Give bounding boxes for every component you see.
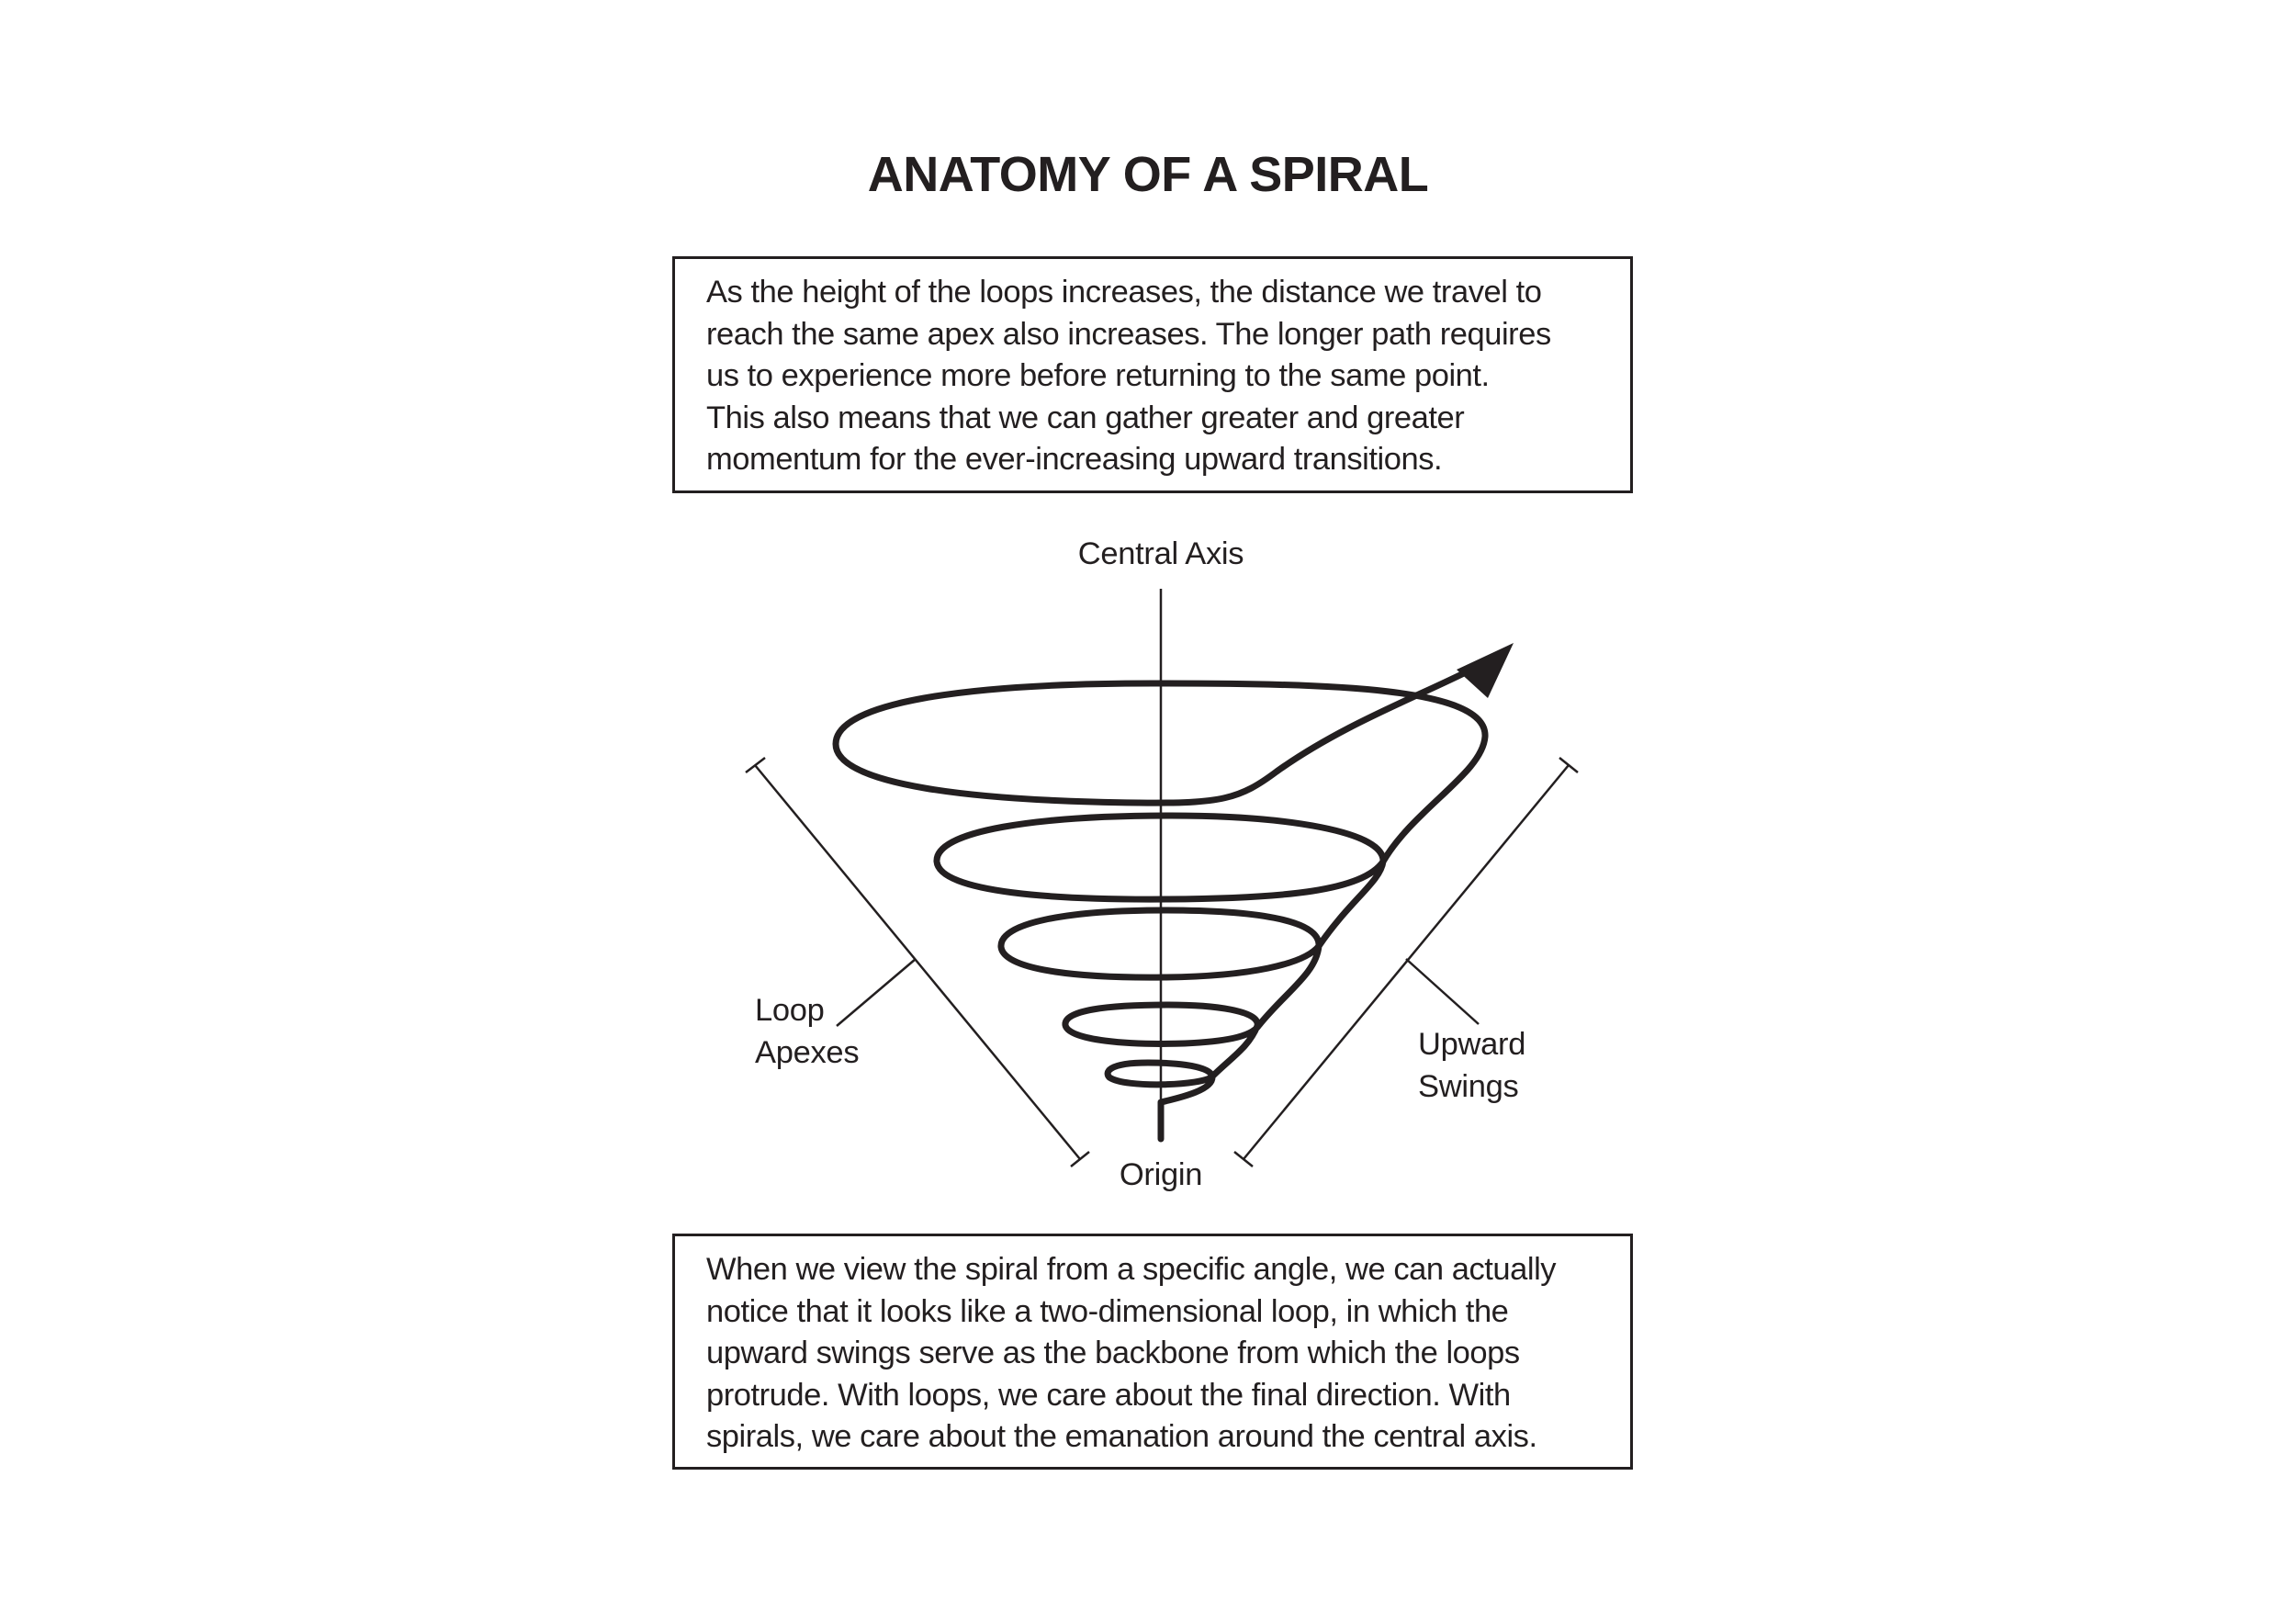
spiral-curve [832, 667, 1489, 1143]
bottom-text-line: When we view the spiral from a specific … [706, 1252, 1557, 1287]
upward-swings-bracket [1233, 757, 1579, 1167]
bottom-text-line: upward swings serve as the backbone from… [706, 1336, 1520, 1370]
top-text-line: us to experience more before returning t… [706, 358, 1490, 393]
top-text-box: As the height of the loops increases, th… [672, 256, 1633, 493]
spiral-arrowhead [1457, 643, 1514, 698]
upward-swings-leader [1405, 958, 1480, 1025]
diagram-title: ANATOMY OF A SPIRAL [867, 147, 1429, 202]
loop-apexes-label: Apexes [755, 1035, 859, 1070]
top-text-line: momentum for the ever-increasing upward … [706, 442, 1443, 477]
bottom-text-line: protrude. With loops, we care about the … [706, 1377, 1511, 1413]
bottom-text-box: When we view the spiral from a specific … [672, 1234, 1633, 1470]
loop-apexes-label: Loop [755, 993, 825, 1028]
central-axis-label: Central Axis [1078, 536, 1244, 571]
bottom-text-line: notice that it looks like a two-dimensio… [706, 1293, 1509, 1329]
top-text-line: This also means that we can gather great… [706, 400, 1465, 435]
origin-label: Origin [1120, 1157, 1202, 1192]
loop-apexes-leader [836, 958, 917, 1027]
upward-swings-label: Swings [1418, 1069, 1518, 1104]
top-text-line: As the height of the loops increases, th… [706, 275, 1542, 310]
bottom-text-line: spirals, we care about the emanation aro… [706, 1419, 1537, 1454]
upward-swings-label: Upward [1418, 1027, 1525, 1062]
top-text-line: reach the same apex also increases. The … [706, 316, 1551, 352]
loop-apexes-bracket [745, 757, 1090, 1167]
